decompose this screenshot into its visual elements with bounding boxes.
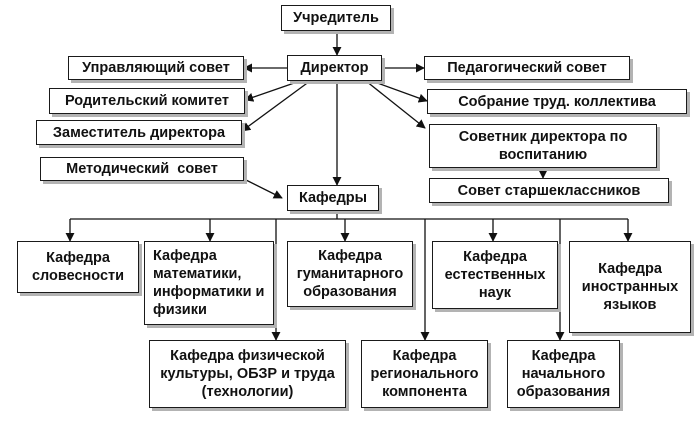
parent-committee-box: Родительский комитет <box>49 88 245 114</box>
dept-science-label: Кафедра естественных наук <box>444 249 546 301</box>
connector-director-deputy <box>241 80 311 132</box>
departments-box: Кафедры <box>287 185 379 211</box>
management-council-label: Управляющий совет <box>82 60 230 76</box>
parent-committee-label: Родительский комитет <box>64 93 229 109</box>
director-label: Директор <box>300 60 369 76</box>
connector-director-upbringing-advisor <box>365 80 426 129</box>
dept-languages-label: Кафедра иностранных языков <box>581 261 679 313</box>
dept-math-label: Кафедра математики, информатики и физики <box>153 248 265 318</box>
dept-primary-label: Кафедра начального образования <box>516 348 611 400</box>
director-box: Директор <box>287 55 382 81</box>
dept-humanities-label: Кафедра гуманитарного образования <box>296 248 404 300</box>
dept-science-box: Кафедра естественных наук <box>432 241 558 309</box>
labor-collective-meeting-label: Собрание труд. коллектива <box>458 93 656 110</box>
management-council-box: Управляющий совет <box>68 56 244 80</box>
dept-pe-label: Кафедра физической культуры, ОБЗР и труд… <box>160 348 335 400</box>
deputy-director-box: Заместитель директора <box>36 120 242 145</box>
dept-math-box: Кафедра математики, информатики и физики <box>144 241 274 325</box>
labor-collective-meeting-box: Собрание труд. коллектива <box>427 89 687 114</box>
dept-languages-box: Кафедра иностранных языков <box>569 241 691 333</box>
methodical-council-label: Методический совет <box>66 161 218 177</box>
dept-humanities-box: Кафедра гуманитарного образования <box>287 241 413 307</box>
dept-philology-box: Кафедра словесности <box>17 241 139 293</box>
connector-director-parent-committee <box>244 80 301 102</box>
senior-students-council-box: Совет старшеклассников <box>429 178 669 203</box>
upbringing-advisor-box: Советник директора по воспитанию <box>429 124 657 168</box>
departments-label: Кафедры <box>298 190 368 206</box>
dept-regional-box: Кафедра регионального компонента <box>361 340 488 408</box>
dept-philology-label: Кафедра словесности <box>31 250 125 284</box>
pedagogical-council-box: Педагогический совет <box>424 56 630 80</box>
upbringing-advisor-label: Советник директора по воспитанию <box>458 129 628 163</box>
dept-pe-box: Кафедра физической культуры, ОБЗР и труд… <box>149 340 346 408</box>
deputy-director-label: Заместитель директора <box>52 124 226 141</box>
founder-box: Учредитель <box>281 5 391 31</box>
senior-students-council-label: Совет старшеклассников <box>457 182 641 199</box>
connector-methodical-departments <box>243 178 283 199</box>
dept-regional-label: Кафедра регионального компонента <box>370 348 479 400</box>
methodical-council-box: Методический совет <box>40 157 244 181</box>
pedagogical-council-label: Педагогический совет <box>447 60 607 76</box>
founder-label: Учредитель <box>293 10 379 26</box>
connector-director-labor-collective <box>371 80 428 103</box>
dept-primary-box: Кафедра начального образования <box>507 340 620 408</box>
